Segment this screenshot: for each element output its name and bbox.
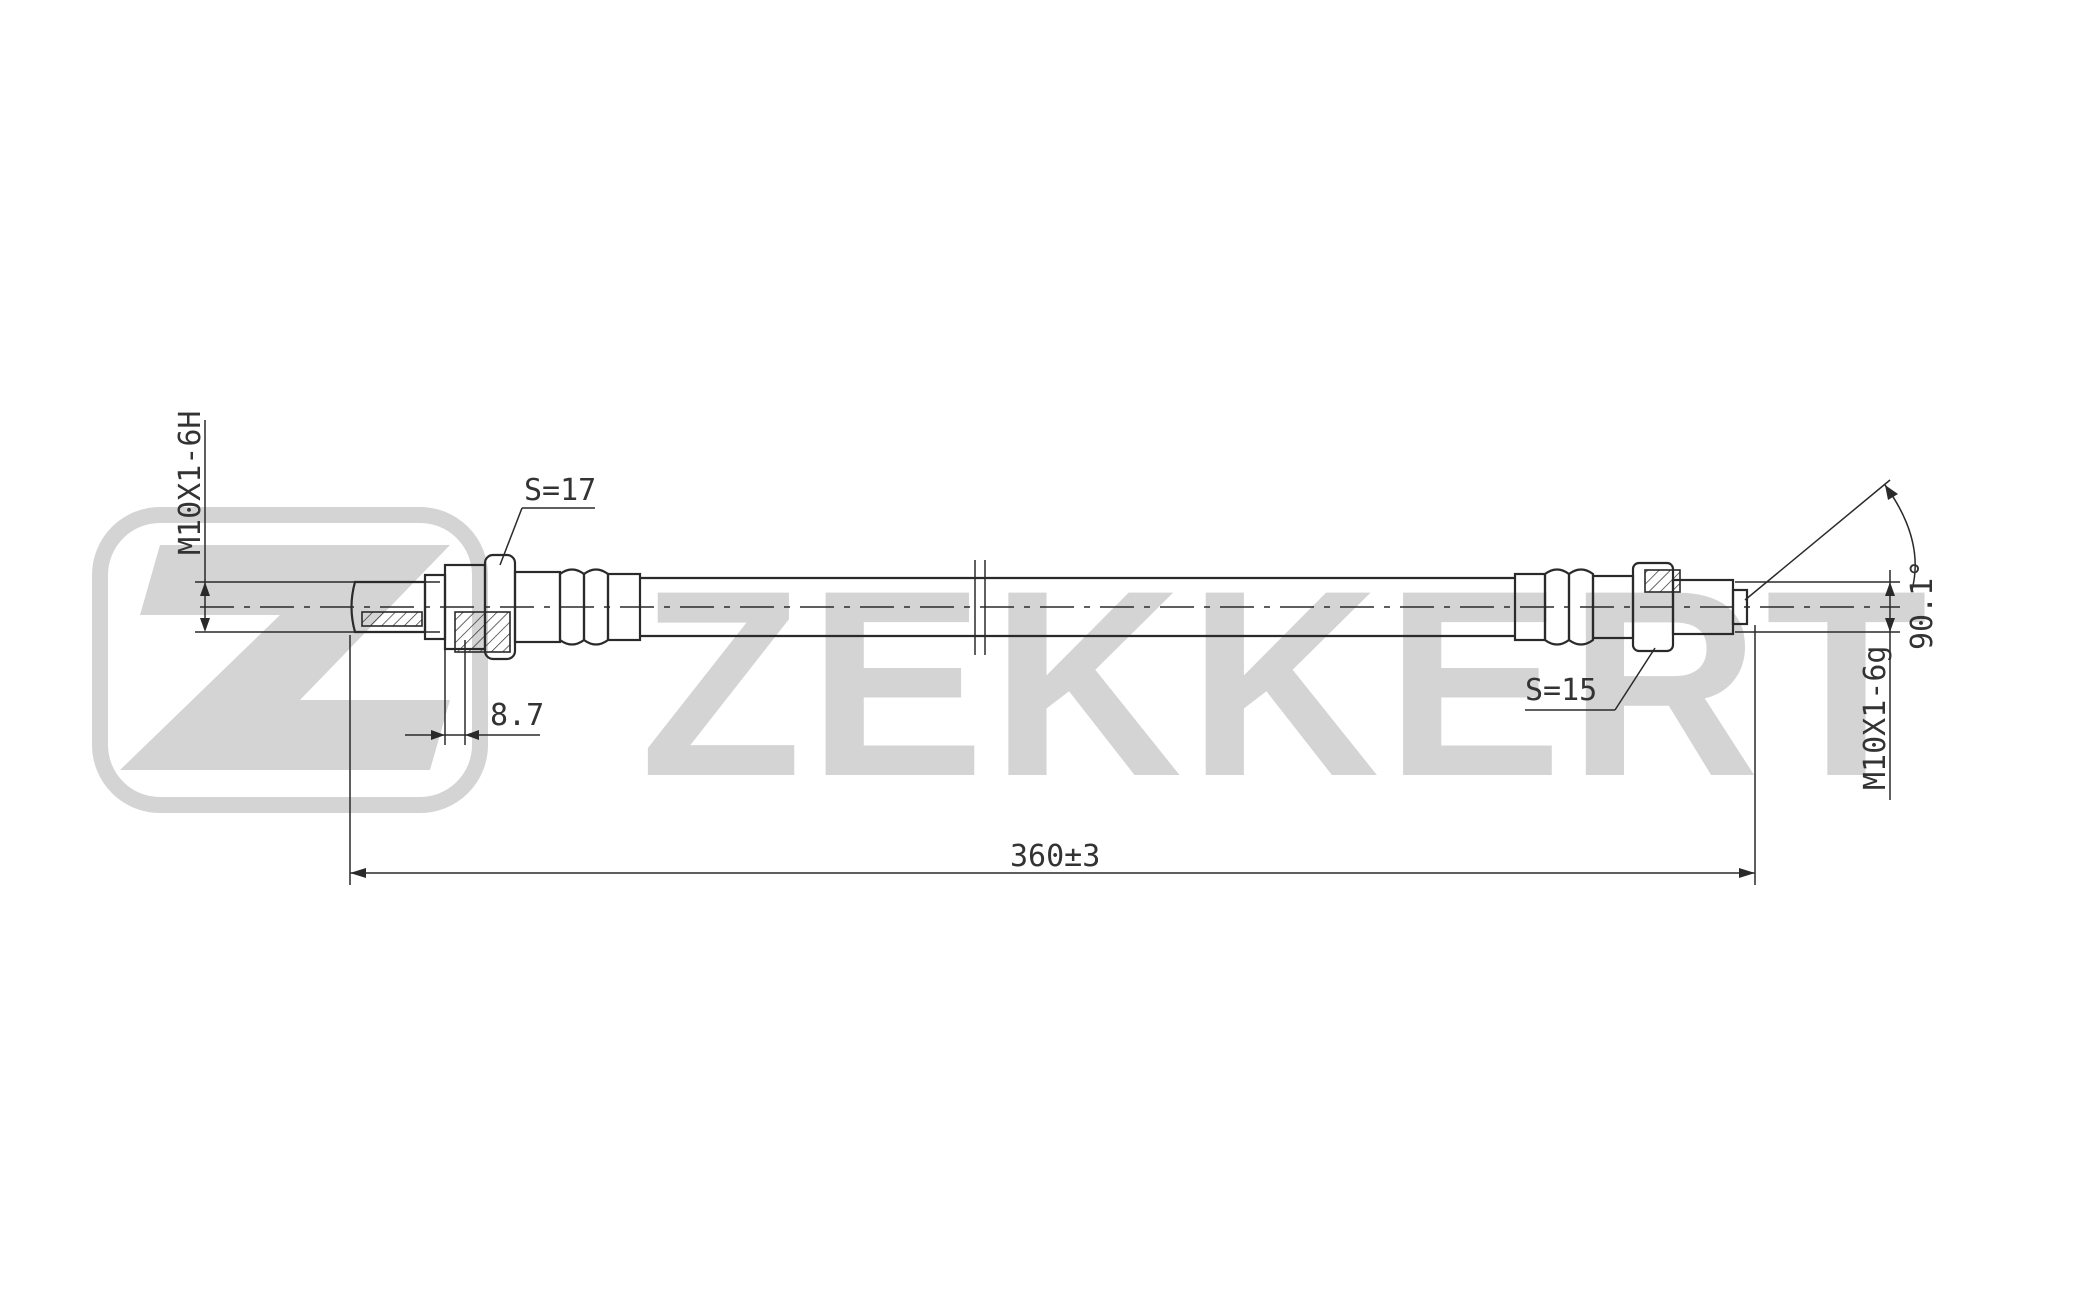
left-offset-label: 8.7 [490,698,544,733]
watermark-logo: ZEKKERT [92,507,1933,832]
watermark-text: ZEKKERT [640,536,1933,832]
hose-body [640,560,1515,655]
left-wrench-callout: S=17 [499,473,596,566]
right-angle-label: 90.1° [1905,560,1940,650]
left-thread-label: M10X1-6H [173,411,208,556]
right-thread-label: M10X1-6g [1858,646,1893,791]
right-wrench-label: S=15 [1525,673,1597,708]
right-fitting [1513,561,1749,653]
left-fitting [350,553,642,661]
watermark-logo-frame [92,507,488,813]
right-angle-callout: 90.1° [1744,479,1940,650]
overall-length-label: 360±3 [1010,839,1100,874]
right-wrench-callout: S=15 [1525,647,1656,711]
overall-length-dimension: 360±3 [349,625,1756,885]
watermark-logo-z-mark [120,545,450,770]
left-wrench-label: S=17 [524,473,596,508]
left-thread-callout: M10X1-6H [173,411,440,633]
right-thread-callout: M10X1-6g [1735,570,1900,800]
left-offset-dimension: 8.7 [405,640,544,745]
